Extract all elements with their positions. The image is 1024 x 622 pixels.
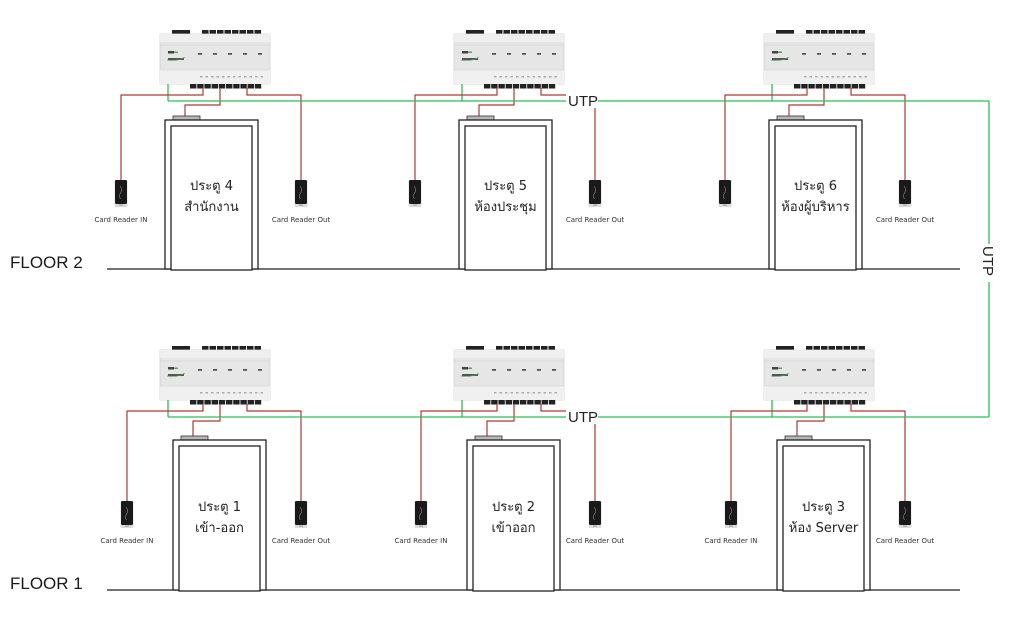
wire-reader-in bbox=[730, 404, 808, 501]
door-subtitle: สำนักงาน bbox=[184, 200, 239, 215]
door bbox=[768, 119, 863, 271]
door-unit: ประตู 1 เข้า-ออก Card Reader IN Card Reader… bbox=[101, 346, 331, 592]
utp-riser-label: UTP bbox=[979, 246, 996, 276]
reader-out-label: Card Reader Out bbox=[876, 216, 935, 224]
access-controller bbox=[763, 346, 875, 405]
door-subtitle: ห้องประชุม bbox=[474, 200, 536, 215]
wire-reader-out bbox=[850, 88, 906, 180]
door-unit: ประตู 4 สำนักงาน Card Reader IN Card Reader… bbox=[95, 30, 331, 271]
door bbox=[466, 439, 561, 592]
reader-out-label: Card Reader Out bbox=[272, 216, 331, 224]
wire-lock bbox=[184, 88, 221, 116]
reader-out-label: Card Reader Out bbox=[566, 216, 625, 224]
access-controller bbox=[453, 30, 565, 89]
wire-lock bbox=[478, 88, 515, 116]
card-reader-out bbox=[294, 180, 308, 207]
door bbox=[172, 439, 267, 592]
card-reader-out bbox=[898, 180, 912, 207]
door bbox=[164, 119, 259, 271]
reader-in-label: Card Reader IN bbox=[95, 216, 148, 224]
wire-lock bbox=[796, 404, 825, 436]
access-controller bbox=[159, 30, 271, 89]
floor-label: FLOOR 2 bbox=[10, 253, 83, 272]
card-reader-out bbox=[898, 501, 912, 528]
access-controller bbox=[763, 30, 875, 89]
door-title: ประตู 1 bbox=[198, 500, 241, 515]
wire-reader-out bbox=[246, 88, 302, 180]
door-subtitle: เข้าออก bbox=[491, 521, 535, 536]
wire-reader-in bbox=[420, 404, 498, 501]
reader-out-label: Card Reader Out bbox=[272, 537, 331, 545]
wire-lock bbox=[192, 404, 221, 436]
utp-label: UTP bbox=[568, 93, 598, 110]
wire-reader-in bbox=[724, 88, 808, 180]
utp-label: UTP bbox=[568, 409, 598, 426]
card-reader-in bbox=[114, 180, 128, 207]
door-unit: ประตู 6 ห้องผู้บริหาร Card Reader Out bbox=[718, 30, 935, 271]
wire-reader-in bbox=[414, 88, 498, 180]
door-subtitle: เข้า-ออก bbox=[195, 521, 244, 536]
card-reader-out bbox=[588, 180, 602, 207]
door-subtitle: ห้องผู้บริหาร bbox=[781, 200, 849, 215]
door bbox=[458, 119, 553, 271]
card-reader-in bbox=[724, 501, 738, 528]
card-reader-in bbox=[408, 180, 422, 207]
wire-reader-out bbox=[246, 404, 302, 501]
door-title: ประตู 5 bbox=[484, 179, 527, 194]
access-controller bbox=[453, 346, 565, 405]
door-title: ประตู 4 bbox=[190, 179, 233, 194]
card-reader-out bbox=[294, 501, 308, 528]
wire-reader-out bbox=[850, 404, 906, 501]
door bbox=[776, 439, 871, 592]
reader-in-label: Card Reader IN bbox=[705, 537, 758, 545]
door-title: ประตู 2 bbox=[492, 500, 535, 515]
reader-out-label: Card Reader Out bbox=[566, 537, 625, 545]
wire-reader-in bbox=[126, 404, 204, 501]
wire-reader-in bbox=[120, 88, 204, 180]
door-subtitle: ห้อง Server bbox=[789, 521, 859, 536]
floor-label: FLOOR 1 bbox=[10, 574, 83, 593]
card-reader-out bbox=[588, 501, 602, 528]
reader-in-label: Card Reader IN bbox=[395, 537, 448, 545]
access-controller bbox=[159, 346, 271, 405]
card-reader-in bbox=[414, 501, 428, 528]
door-title: ประตู 3 bbox=[802, 500, 845, 515]
door-unit: ประตู 5 ห้องประชุม Card Reader Out bbox=[408, 30, 625, 271]
wire-lock bbox=[486, 404, 515, 436]
door-unit: ประตู 2 เข้าออก Card Reader IN Card Reader … bbox=[395, 346, 625, 592]
reader-in-label: Card Reader IN bbox=[101, 537, 154, 545]
door-title: ประตู 6 bbox=[794, 179, 837, 194]
wire-lock bbox=[788, 88, 825, 116]
reader-out-label: Card Reader Out bbox=[876, 537, 935, 545]
card-reader-in bbox=[718, 180, 732, 207]
card-reader-in bbox=[120, 501, 134, 528]
